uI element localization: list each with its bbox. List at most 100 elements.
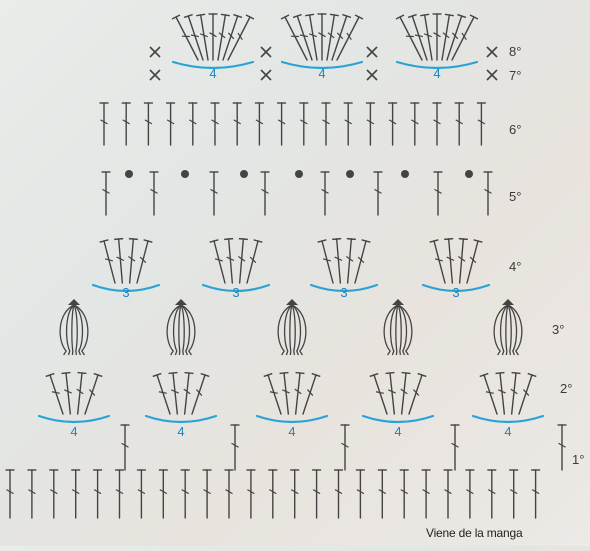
dc-stitch: [102, 172, 111, 215]
sc-cross: [487, 70, 497, 80]
dc-stitch: [305, 14, 317, 60]
dc-stitch: [465, 470, 474, 518]
row-label-6: 6°: [509, 122, 521, 137]
dc-stitch: [420, 14, 432, 60]
dc-stitch: [442, 14, 454, 60]
dc-stitch: [225, 470, 234, 518]
dc-stitch: [77, 373, 87, 414]
chain-count-label: 3: [122, 285, 129, 300]
chain-count-label: 4: [318, 66, 325, 81]
row-label-5: 5°: [509, 189, 521, 204]
dc-stitch: [388, 103, 397, 145]
dc-stitch: [396, 15, 422, 60]
puff-cluster: [384, 299, 412, 355]
sc-cross: [367, 70, 377, 80]
row-6-stitches: [100, 103, 486, 145]
chain-count-label: 3: [452, 285, 459, 300]
dc-stitch: [467, 240, 482, 283]
dc-stitch: [455, 103, 464, 145]
dc-stitch: [128, 239, 137, 283]
dc-stitch: [238, 239, 247, 283]
slip-stitch-dot: [465, 170, 473, 178]
dc-stitch: [334, 470, 343, 518]
sc-cross: [261, 47, 271, 57]
dc-stitch: [531, 470, 540, 518]
sc-cross: [261, 70, 271, 80]
row-label-2: 2°: [560, 381, 572, 396]
dc-stitch: [370, 374, 387, 414]
dc-stitch: [281, 15, 307, 60]
dc-stitch: [346, 239, 355, 283]
dc-stitch: [181, 470, 190, 518]
dc-stitch: [374, 172, 383, 215]
dc-stitch: [115, 470, 124, 518]
chain-count-label: 4: [177, 424, 184, 439]
dc-stitch: [184, 373, 194, 414]
sc-cross: [487, 47, 497, 57]
dc-stitch: [477, 103, 486, 145]
slip-stitch-dot: [125, 170, 133, 178]
dc-stitch: [231, 425, 240, 470]
row-1-stitches: [6, 470, 541, 518]
dc-stitch: [211, 103, 220, 145]
puff-cluster: [278, 299, 306, 355]
dc-stitch: [318, 240, 333, 283]
dc-stitch: [558, 425, 567, 470]
dc-stitch: [458, 239, 467, 283]
dc-stitch: [318, 14, 327, 60]
dc-stitch: [122, 103, 131, 145]
dc-stitch: [233, 103, 242, 145]
dc-stitch: [261, 172, 270, 215]
dc-stitch: [85, 374, 102, 414]
dc-stitch: [480, 374, 497, 414]
dc-stitch: [224, 239, 234, 283]
chain-count-label: 4: [70, 424, 77, 439]
dc-stitch: [400, 470, 409, 518]
dc-stitch: [366, 103, 375, 145]
dc-stitch: [268, 470, 277, 518]
row-5-stitches: [102, 170, 493, 215]
dc-stitch: [433, 14, 442, 60]
chain-count-label: 4: [504, 424, 511, 439]
dc-stitch: [144, 103, 153, 145]
dc-stitch: [71, 470, 80, 518]
dc-stitch: [247, 240, 262, 283]
row-1-connecting-posts: [121, 425, 567, 470]
dc-stitch: [93, 470, 102, 518]
chain-arc: [363, 416, 433, 422]
dc-stitch: [519, 374, 536, 414]
dc-stitch: [137, 240, 152, 283]
dc-stitch: [433, 103, 442, 145]
dc-stitch: [344, 103, 353, 145]
slip-stitch-dot: [401, 170, 409, 178]
dc-stitch: [121, 425, 130, 470]
dc-stitch: [196, 14, 208, 60]
dc-stitch: [172, 15, 198, 60]
dc-stitch: [46, 374, 63, 414]
dc-stitch: [27, 470, 36, 518]
slip-stitch-dot: [240, 170, 248, 178]
dc-stitch: [169, 373, 179, 414]
dc-stitch: [295, 373, 305, 414]
footer-note: Viene de la manga: [426, 526, 522, 540]
dc-stitch: [246, 470, 255, 518]
dc-stitch: [209, 14, 218, 60]
dc-stitch: [430, 240, 445, 283]
row-label-7: 7°: [509, 68, 521, 83]
dc-stitch: [511, 373, 521, 414]
dc-stitch: [280, 373, 290, 414]
row-label-8: 8°: [509, 44, 521, 59]
dc-stitch: [192, 374, 209, 414]
dc-stitch: [290, 470, 299, 518]
dc-stitch: [264, 374, 281, 414]
dc-stitch: [210, 240, 225, 283]
puff-cluster: [60, 299, 88, 355]
dc-stitch: [401, 373, 411, 414]
dc-stitch: [303, 374, 320, 414]
dc-stitch: [114, 239, 124, 283]
dc-stitch: [451, 425, 460, 470]
chain-count-label: 4: [433, 66, 440, 81]
dc-stitch: [484, 172, 493, 215]
